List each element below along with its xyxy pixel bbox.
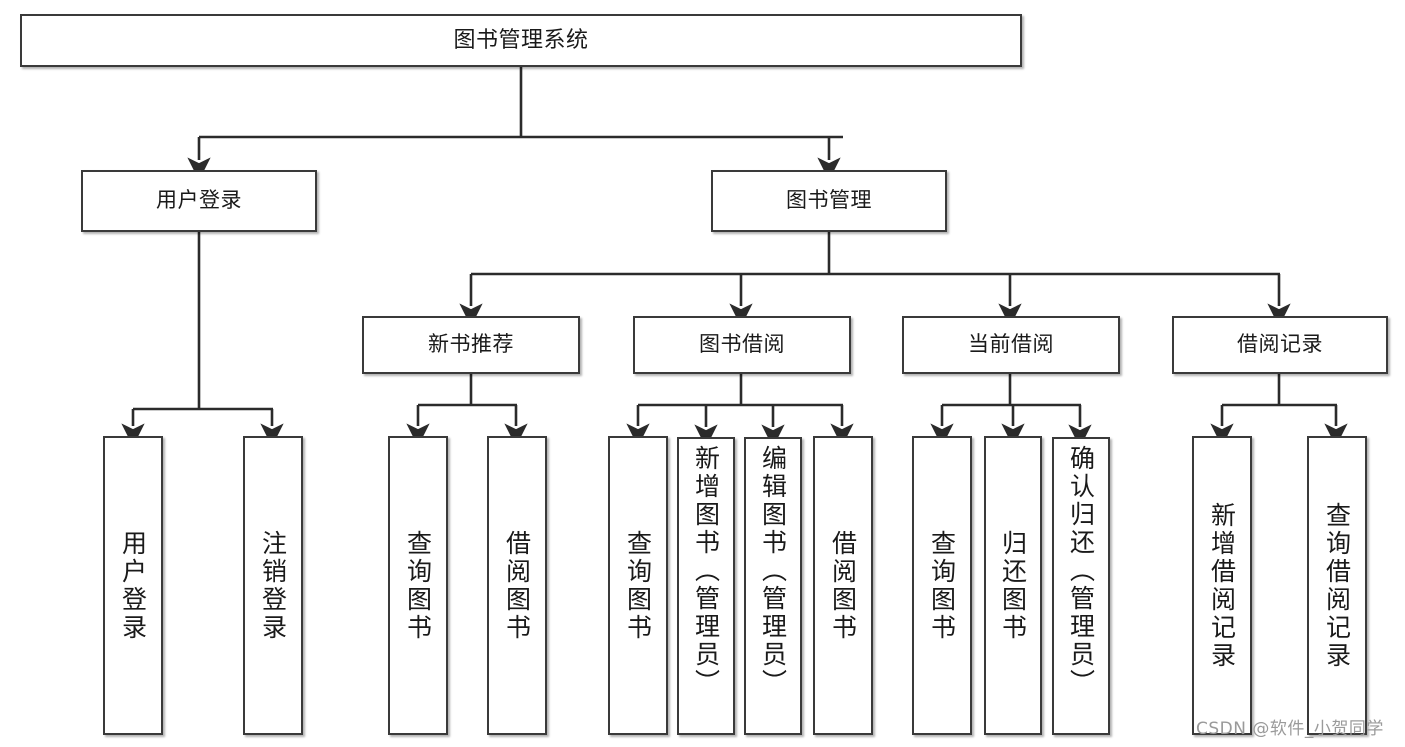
node-leaf-query-borrow-record-label: 查询借阅记录 — [1322, 501, 1352, 670]
node-borrow-record-label: 借阅记录 — [1237, 332, 1323, 357]
node-book-manage[interactable]: 图书管理 — [711, 170, 947, 232]
node-root-label: 图书管理系统 — [453, 27, 589, 53]
node-root[interactable]: 图书管理系统 — [20, 14, 1022, 67]
node-leaf-edit-book-admin[interactable]: 编辑图书（管理员） — [744, 437, 802, 735]
node-leaf-query-book-3-label: 查询图书 — [927, 529, 957, 642]
node-new-book-rec[interactable]: 新书推荐 — [362, 316, 580, 374]
node-leaf-confirm-return[interactable]: 确认归还（管理员） — [1052, 437, 1110, 735]
node-leaf-borrow-book-2-label: 借阅图书 — [828, 529, 858, 642]
node-leaf-add-borrow-record-label: 新增借阅记录 — [1207, 501, 1237, 670]
node-leaf-edit-book-admin-label: 编辑图书（管理员） — [758, 445, 788, 697]
node-leaf-add-borrow-record[interactable]: 新增借阅记录 — [1192, 436, 1252, 735]
node-leaf-query-book-1[interactable]: 查询图书 — [388, 436, 448, 735]
node-user-login[interactable]: 用户登录 — [81, 170, 317, 232]
node-leaf-query-book-2[interactable]: 查询图书 — [608, 436, 668, 735]
node-leaf-borrow-book-1[interactable]: 借阅图书 — [487, 436, 547, 735]
node-leaf-user-logout-label: 注销登录 — [258, 529, 288, 642]
node-user-login-label: 用户登录 — [156, 188, 242, 213]
node-current-borrow[interactable]: 当前借阅 — [902, 316, 1120, 374]
node-new-book-rec-label: 新书推荐 — [428, 332, 514, 357]
node-leaf-query-borrow-record[interactable]: 查询借阅记录 — [1307, 436, 1367, 735]
node-leaf-return-book[interactable]: 归还图书 — [984, 436, 1042, 735]
node-leaf-user-login[interactable]: 用户登录 — [103, 436, 163, 735]
node-book-borrow-label: 图书借阅 — [699, 332, 785, 357]
node-book-manage-label: 图书管理 — [786, 188, 872, 213]
node-borrow-record[interactable]: 借阅记录 — [1172, 316, 1388, 374]
node-leaf-borrow-book-1-label: 借阅图书 — [502, 529, 532, 642]
node-leaf-user-logout[interactable]: 注销登录 — [243, 436, 303, 735]
node-leaf-return-book-label: 归还图书 — [998, 529, 1028, 642]
node-leaf-borrow-book-2[interactable]: 借阅图书 — [813, 436, 873, 735]
node-book-borrow[interactable]: 图书借阅 — [633, 316, 851, 374]
node-current-borrow-label: 当前借阅 — [968, 332, 1054, 357]
node-leaf-user-login-label: 用户登录 — [118, 529, 148, 642]
node-leaf-query-book-3[interactable]: 查询图书 — [912, 436, 972, 735]
node-leaf-query-book-2-label: 查询图书 — [623, 529, 653, 642]
node-leaf-confirm-return-label: 确认归还（管理员） — [1066, 445, 1096, 697]
node-leaf-add-book-admin[interactable]: 新增图书（管理员） — [677, 437, 735, 735]
node-leaf-query-book-1-label: 查询图书 — [403, 529, 433, 642]
node-leaf-add-book-admin-label: 新增图书（管理员） — [691, 445, 721, 697]
